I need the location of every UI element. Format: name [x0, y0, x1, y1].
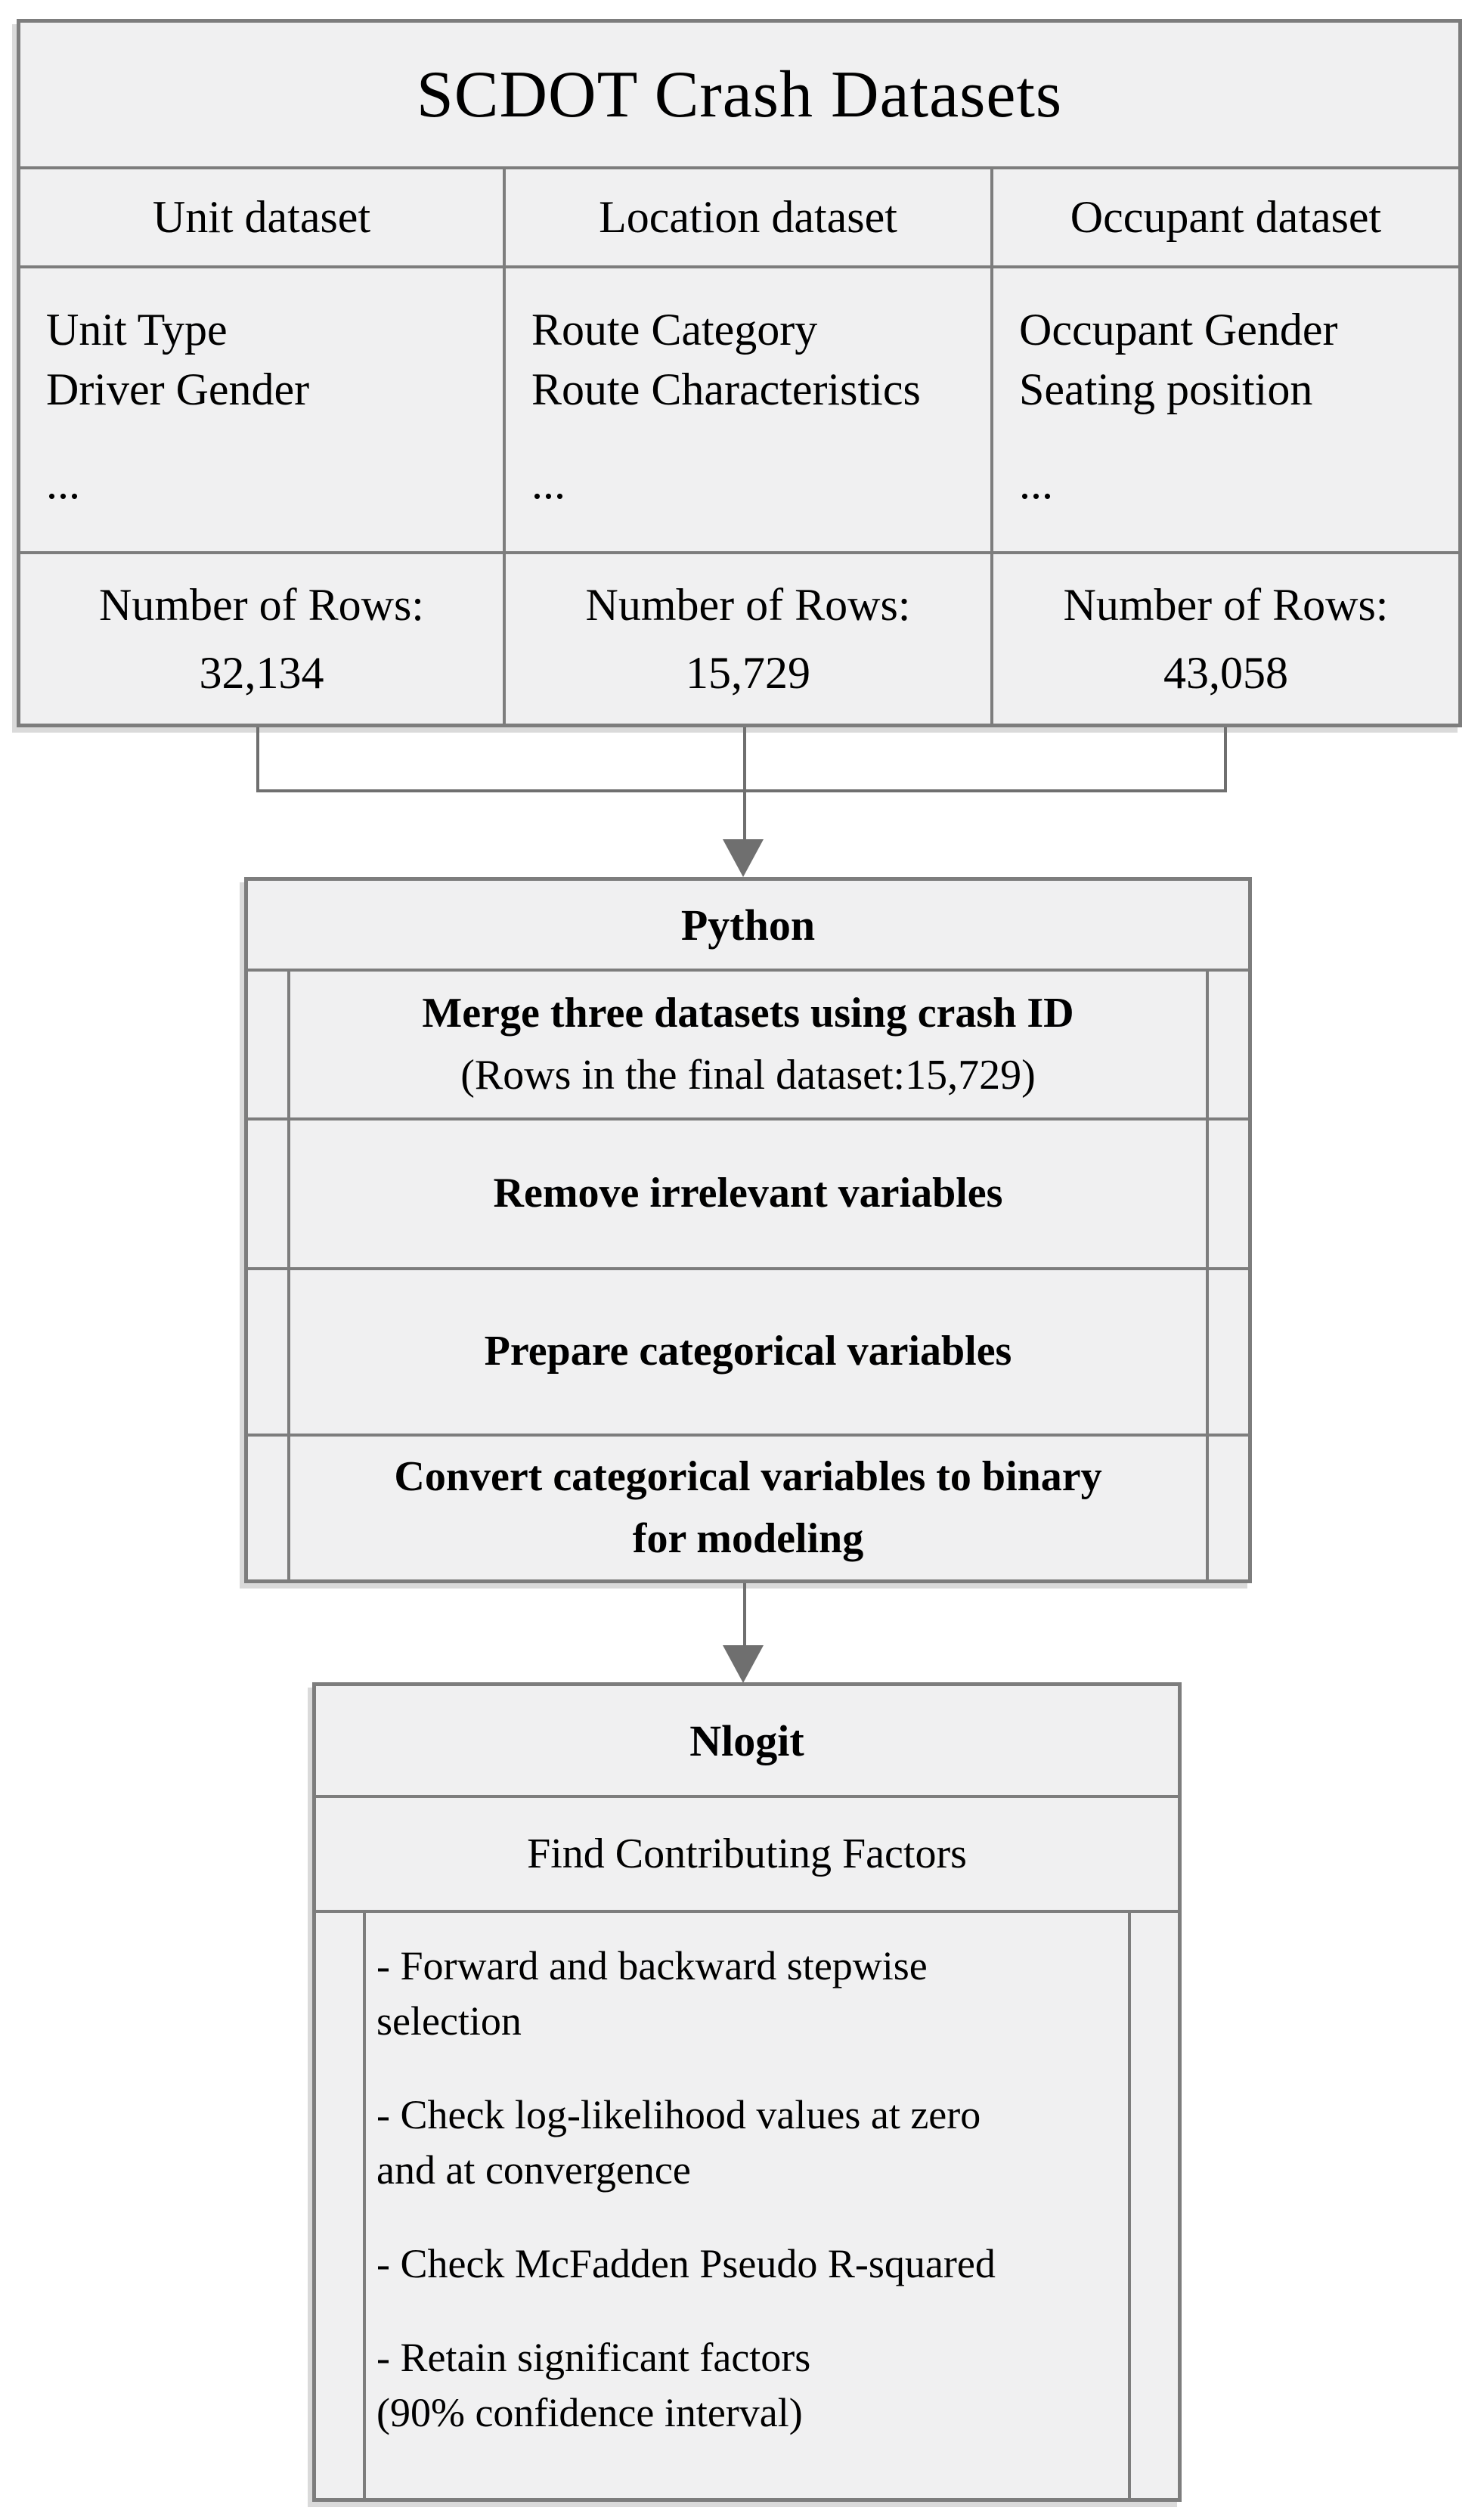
unit-dataset-header: Unit dataset — [152, 192, 371, 242]
nlogit-bullet: - Retain significant factors (90% confid… — [376, 2335, 811, 2436]
rowcount-value: 32,134 — [199, 648, 324, 698]
ellipsis-item: ... — [1019, 458, 1053, 509]
dataset-header-row: Unit dataset Location dataset Occupant d… — [20, 166, 1458, 265]
arrow-down-icon — [723, 839, 764, 877]
side-strip — [248, 1121, 287, 1267]
field-item: Route Category — [531, 305, 818, 355]
ellipsis-item: ... — [531, 458, 565, 509]
python-step-convert: Convert categorical variables to binary … — [248, 1434, 1248, 1579]
connector-stem-to-python — [743, 791, 746, 842]
connector-stem-to-nlogit — [743, 1583, 746, 1650]
arrow-down-icon — [723, 1645, 764, 1683]
nlogit-content: - Forward and backward stepwise selectio… — [316, 1910, 1178, 2498]
nlogit-box-title: Nlogit — [689, 1716, 804, 1765]
location-dataset-header: Location dataset — [503, 169, 990, 265]
side-strip — [316, 1913, 363, 2498]
rowcount-label: Number of Rows: — [1063, 580, 1389, 630]
table-title: SCDOT Crash Datasets — [416, 57, 1063, 132]
side-strip — [1131, 1913, 1178, 2498]
field-item: Occupant Gender — [1019, 305, 1338, 355]
python-step-remove: Remove irrelevant variables — [248, 1117, 1248, 1267]
nlogit-bullet: - Forward and backward stepwise selectio… — [376, 1943, 928, 2044]
python-step-merge: Merge three datasets using crash ID (Row… — [248, 969, 1248, 1117]
side-strip — [248, 972, 287, 1117]
step-label: Convert categorical variables to binary … — [394, 1453, 1102, 1562]
rowcount-value: 43,058 — [1163, 648, 1288, 698]
unit-dataset-fields: Unit Type Driver Gender ... — [20, 268, 503, 551]
field-item: Seating position — [1019, 364, 1313, 415]
nlogit-subtitle: Find Contributing Factors — [316, 1795, 1178, 1910]
scdot-datasets-table: SCDOT Crash Datasets Unit dataset Locati… — [17, 19, 1462, 727]
side-strip — [1209, 1437, 1248, 1579]
location-dataset-rowcount: Number of Rows: 15,729 — [503, 554, 990, 724]
nlogit-bullet: - Check McFadden Pseudo R-squared — [376, 2241, 996, 2287]
field-item: Route Characteristics — [531, 364, 921, 415]
occupant-dataset-fields: Occupant Gender Seating position ... — [990, 268, 1458, 551]
rowcount-label: Number of Rows: — [585, 580, 911, 630]
step-label: Prepare categorical variables — [484, 1328, 1012, 1375]
connector-line-right — [1224, 727, 1227, 791]
side-strip — [1209, 972, 1248, 1117]
connector-line-horizontal — [256, 789, 1227, 792]
occupant-dataset-rowcount: Number of Rows: 43,058 — [990, 554, 1458, 724]
unit-dataset-rowcount: Number of Rows: 32,134 — [20, 554, 503, 724]
python-step-prepare: Prepare categorical variables — [248, 1267, 1248, 1434]
field-item: Driver Gender — [46, 364, 310, 415]
step-label: Merge three datasets using crash ID — [422, 990, 1074, 1037]
nlogit-box: Nlogit Find Contributing Factors - Forwa… — [312, 1682, 1182, 2502]
side-strip — [248, 1270, 287, 1434]
side-strip — [248, 1437, 287, 1579]
connector-line-middle — [743, 727, 746, 791]
step-note: (Rows in the final dataset:15,729) — [460, 1051, 1036, 1099]
field-item: Unit Type — [46, 305, 228, 355]
rowcount-value: 15,729 — [686, 648, 810, 698]
occupant-dataset-header: Occupant dataset — [990, 169, 1458, 265]
dataset-rowcount-row: Number of Rows: 32,134 Number of Rows: 1… — [20, 551, 1458, 724]
python-box: Python Merge three datasets using crash … — [244, 877, 1252, 1583]
nlogit-bullet: - Check log-likelihood values at zero an… — [376, 2092, 981, 2193]
ellipsis-item: ... — [46, 458, 80, 509]
step-label: Remove irrelevant variables — [493, 1170, 1003, 1217]
location-dataset-fields: Route Category Route Characteristics ... — [503, 268, 990, 551]
rowcount-label: Number of Rows: — [99, 580, 424, 630]
side-strip — [1209, 1121, 1248, 1267]
dataset-fields-row: Unit Type Driver Gender ... Route Catego… — [20, 265, 1458, 551]
side-strip — [1209, 1270, 1248, 1434]
python-box-title: Python — [680, 900, 816, 950]
connector-line-left — [256, 727, 259, 791]
